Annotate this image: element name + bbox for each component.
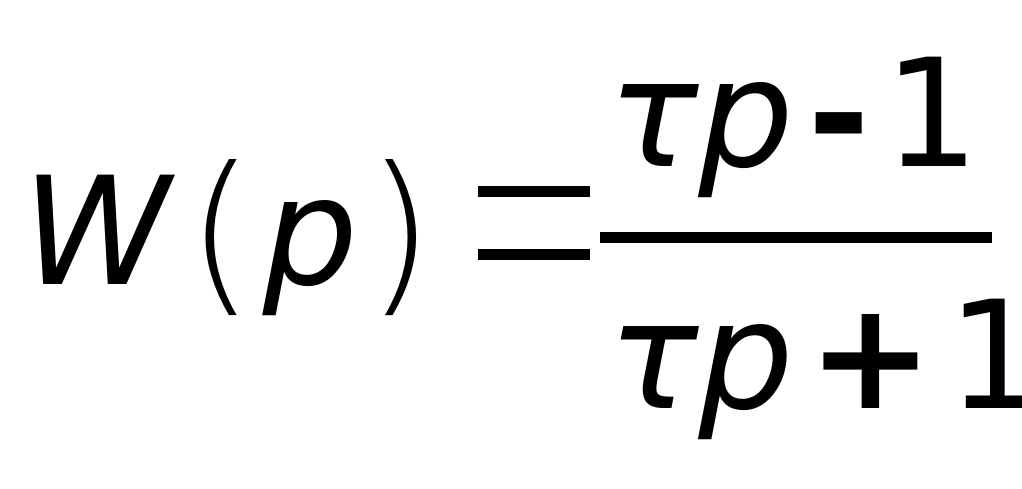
formula-lhs: W(p) [22,131,442,334]
function-symbol: W [22,146,173,320]
numerator-tau: τ [608,28,699,202]
numerator: τp-1 [608,30,979,200]
denominator-tau: τ [608,270,699,444]
open-paren: ( [186,131,257,334]
close-paren: ) [365,131,437,334]
equals-sign [478,186,590,260]
denominator-p: p [698,270,794,444]
denominator: τp+1 [608,272,1022,442]
equals-bar-bottom [478,249,590,260]
equals-bar-top [478,186,590,197]
fraction-bar [600,232,992,243]
numerator-constant: 1 [883,28,980,202]
denominator-constant: 1 [947,270,1022,444]
variable-p: p [262,146,360,320]
numerator-operator: - [807,28,870,202]
numerator-p: p [698,28,794,202]
denominator-operator: + [807,270,934,444]
